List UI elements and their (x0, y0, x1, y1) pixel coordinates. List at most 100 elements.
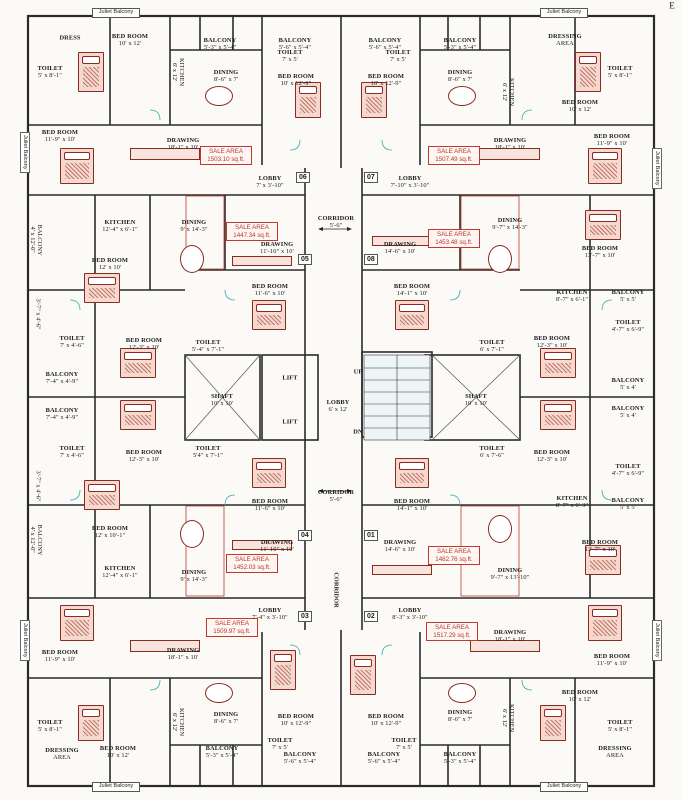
unit-number: 02 (364, 611, 378, 622)
unit-number: 04 (298, 530, 312, 541)
bed-furniture (295, 82, 321, 118)
bed-furniture (84, 480, 120, 510)
juliet-balcony-tag: Juliet Balcony (20, 620, 30, 661)
bed-furniture (84, 273, 120, 303)
bed-furniture (585, 545, 621, 575)
bed-furniture (252, 300, 286, 330)
dining-table (180, 520, 204, 548)
juliet-balcony-tag: Juliet Balcony (540, 782, 588, 792)
bed-furniture (60, 605, 94, 641)
dining-table (180, 245, 204, 273)
room-label-up: UP (353, 368, 363, 376)
bed-furniture (120, 348, 156, 378)
unit-number: 05 (298, 254, 312, 265)
juliet-balcony-tag: Juliet Balcony (652, 148, 662, 189)
unit-number: 01 (364, 530, 378, 541)
bed-furniture (540, 348, 576, 378)
bed-furniture (575, 52, 601, 92)
room-label-lift2: LIFT (282, 418, 298, 426)
bed-furniture (252, 458, 286, 488)
bed-furniture (395, 300, 429, 330)
room-label-lift1: LIFT (282, 374, 298, 382)
bed-furniture (78, 52, 104, 92)
sofa (130, 148, 200, 160)
sofa (130, 640, 200, 652)
dining-table (448, 86, 476, 106)
compass-label: E (669, 0, 675, 11)
sofa (232, 540, 292, 550)
unit-number: 08 (364, 254, 378, 265)
bed-furniture (588, 605, 622, 641)
unit-number: 07 (364, 172, 378, 183)
bed-furniture (361, 82, 387, 118)
bed-furniture (588, 148, 622, 184)
dining-table (448, 683, 476, 703)
room-label-dress: DRESS (59, 34, 81, 42)
